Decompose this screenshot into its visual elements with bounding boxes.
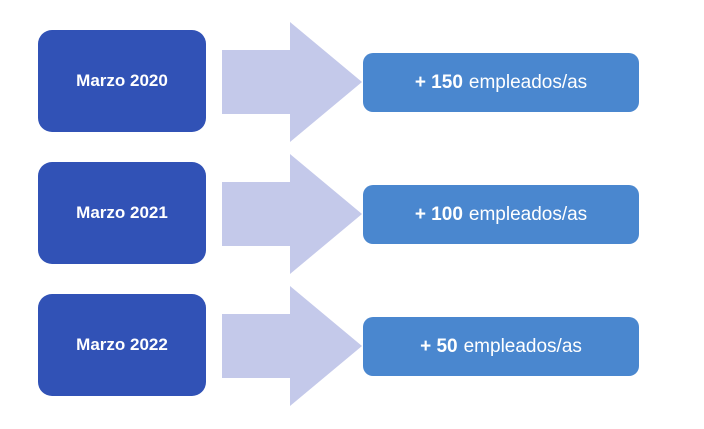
employee-unit: empleados/as <box>468 203 588 225</box>
result-box: + 100 empleados/as <box>363 185 639 244</box>
right-arrow-icon <box>222 286 362 406</box>
right-arrow-icon <box>222 22 362 142</box>
employee-count: + 50 <box>420 335 458 357</box>
date-box: Marzo 2020 <box>38 30 206 132</box>
date-box: Marzo 2021 <box>38 162 206 264</box>
employee-unit: empleados/as <box>468 71 588 93</box>
right-arrow-icon <box>222 154 362 274</box>
flow-row-2021: Marzo 2021 + 100 empleados/as <box>0 154 704 274</box>
result-box: + 50 empleados/as <box>363 317 639 376</box>
date-label: Marzo 2020 <box>76 71 168 90</box>
employee-count: + 100 <box>414 203 463 225</box>
date-label: Marzo 2022 <box>76 335 168 354</box>
flow-row-2020: Marzo 2020 + 150 empleados/as <box>0 22 704 142</box>
employee-unit: empleados/as <box>463 335 582 357</box>
date-label: Marzo 2021 <box>76 203 168 222</box>
flow-row-2022: Marzo 2022 + 50 empleados/as <box>0 286 704 406</box>
employee-count: + 150 <box>414 71 463 93</box>
result-box: + 150 empleados/as <box>363 53 639 112</box>
date-box: Marzo 2022 <box>38 294 206 396</box>
